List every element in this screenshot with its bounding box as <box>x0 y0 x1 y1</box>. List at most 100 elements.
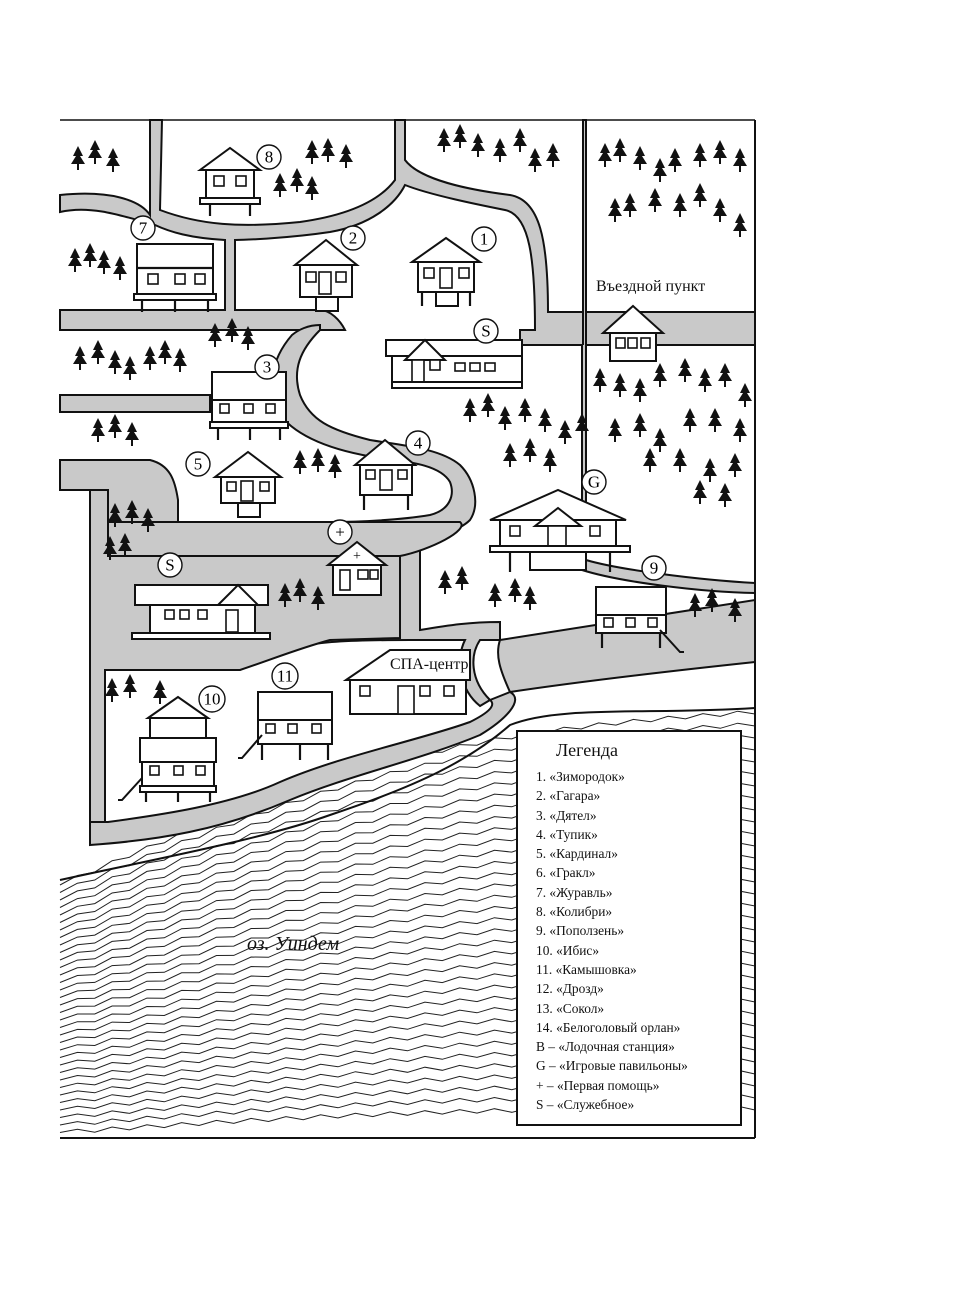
tree-icon <box>108 350 122 374</box>
first-aid-building[interactable]: + <box>325 540 389 596</box>
tree-icon <box>523 438 537 462</box>
tree-icon <box>713 198 727 222</box>
checkpoint-building[interactable] <box>600 304 666 362</box>
tree-icon <box>453 124 467 148</box>
tree-icon <box>528 148 542 172</box>
legend-item: 2. «Гагара» <box>536 788 601 804</box>
tree-icon <box>273 173 287 197</box>
marker-s-top-label: S <box>481 322 490 341</box>
marker-s-bottom[interactable]: S <box>157 552 183 578</box>
service-building-bottom[interactable] <box>131 583 271 640</box>
tree-icon <box>103 536 117 560</box>
tree-icon <box>733 213 747 237</box>
marker-2-label: 2 <box>349 229 358 248</box>
marker-s-top[interactable]: S <box>473 318 499 344</box>
legend-item: 10. «Ибис» <box>536 942 600 958</box>
tree-icon <box>68 248 82 272</box>
tree-icon <box>718 483 732 507</box>
cabin-11[interactable] <box>238 691 333 760</box>
marker-10[interactable]: 10 <box>198 685 226 713</box>
cabin-8[interactable] <box>196 146 264 216</box>
tree-icon <box>673 193 687 217</box>
tree-icon <box>278 583 292 607</box>
marker-8[interactable]: 8 <box>256 144 282 170</box>
legend-item: 5. «Кардинал» <box>536 846 618 862</box>
tree-icon <box>705 588 719 612</box>
tree-icon <box>91 340 105 364</box>
tree-icon <box>153 680 167 704</box>
tree-icon <box>118 533 132 557</box>
marker-3[interactable]: 3 <box>254 354 280 380</box>
tree-icon <box>678 358 692 382</box>
tree-icon <box>123 356 137 380</box>
legend-list: 1. «Зимородок»2. «Гагара»3. «Дятел»4. «Т… <box>536 767 740 1114</box>
tree-icon <box>648 188 662 212</box>
tree-icon <box>608 418 622 442</box>
tree-icon <box>538 408 552 432</box>
cabin-4[interactable] <box>352 438 418 510</box>
marker-5[interactable]: 5 <box>185 451 211 477</box>
cabin-3[interactable] <box>209 371 289 440</box>
tree-icon <box>488 583 502 607</box>
tree-icon <box>523 586 537 610</box>
marker-4-label: 4 <box>414 434 423 453</box>
marker-plus[interactable]: + <box>327 519 353 545</box>
tree-icon <box>471 133 485 157</box>
cabin-2[interactable] <box>292 238 360 312</box>
legend-item: 8. «Колибри» <box>536 904 613 920</box>
legend-item: B – «Лодочная станция» <box>536 1039 675 1055</box>
tree-icon <box>653 158 667 182</box>
legend-item: 14. «Белоголовый орлан» <box>536 1019 681 1035</box>
marker-9[interactable]: 9 <box>641 555 667 581</box>
tree-icon <box>455 566 469 590</box>
first-aid-cross: + <box>353 549 361 564</box>
cabin-1[interactable] <box>408 236 484 307</box>
legend-item: 12. «Дрозд» <box>536 981 604 997</box>
legend: Легенда 1. «Зимородок»2. «Гагара»3. «Дят… <box>516 730 742 1126</box>
tree-icon <box>305 176 319 200</box>
marker-g[interactable]: G <box>581 469 607 495</box>
cabin-7[interactable] <box>133 243 217 312</box>
tree-icon <box>225 318 239 342</box>
tree-icon <box>141 508 155 532</box>
tree-icon <box>106 148 120 172</box>
marker-2[interactable]: 2 <box>340 225 366 251</box>
tree-icon <box>493 138 507 162</box>
tree-icon <box>608 198 622 222</box>
tree-icon <box>481 393 495 417</box>
tree-icon <box>125 500 139 524</box>
legend-item: 1. «Зимородок» <box>536 769 625 784</box>
spa-center[interactable] <box>342 649 471 715</box>
marker-plus-label: + <box>335 523 345 542</box>
tree-icon <box>613 373 627 397</box>
legend-item: S – «Служебное» <box>536 1097 635 1113</box>
tree-icon <box>613 138 627 162</box>
tree-icon <box>598 143 612 167</box>
game-pavilions[interactable] <box>489 488 631 572</box>
tree-icon <box>305 140 319 164</box>
tree-icon <box>513 128 527 152</box>
tree-icon <box>73 346 87 370</box>
tree-icon <box>97 250 111 274</box>
cabin-9[interactable] <box>595 586 684 653</box>
marker-4[interactable]: 4 <box>405 430 431 456</box>
legend-item: 7. «Журавль» <box>536 884 613 900</box>
cabin-5[interactable] <box>212 450 284 518</box>
tree-icon <box>438 570 452 594</box>
tree-icon <box>633 413 647 437</box>
tree-icon <box>623 193 637 217</box>
tree-icon <box>293 450 307 474</box>
service-building-top[interactable] <box>385 338 523 389</box>
tree-icon <box>437 128 451 152</box>
legend-item: 3. «Дятел» <box>536 807 597 823</box>
marker-11[interactable]: 11 <box>271 662 299 690</box>
marker-11-label: 11 <box>277 667 293 686</box>
cabin-10[interactable] <box>118 695 217 802</box>
marker-7[interactable]: 7 <box>130 215 156 241</box>
tree-icon <box>498 406 512 430</box>
tree-icon <box>683 408 697 432</box>
tree-icon <box>311 448 325 472</box>
tree-icon <box>290 168 304 192</box>
marker-1[interactable]: 1 <box>471 226 497 252</box>
tree-icon <box>693 183 707 207</box>
